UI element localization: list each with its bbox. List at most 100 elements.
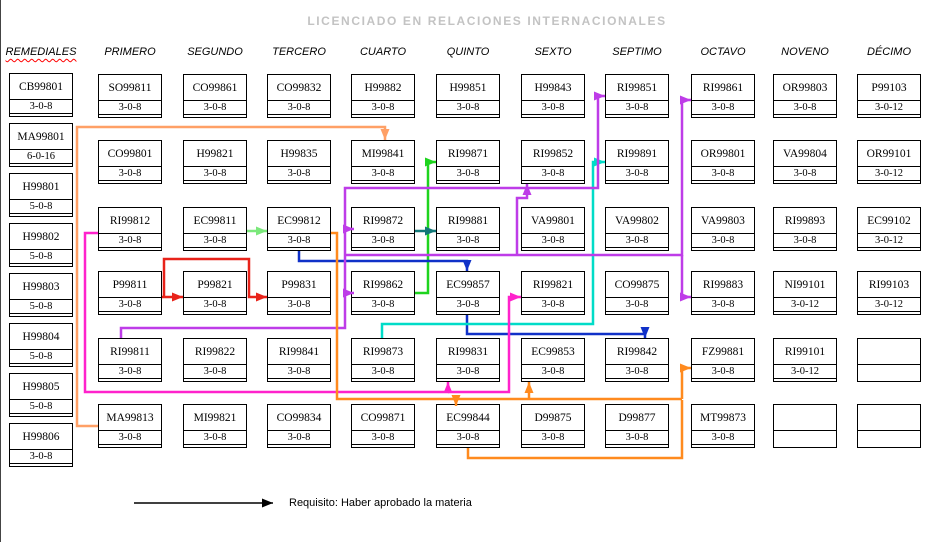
- course-credits: 3-0-8: [99, 101, 161, 115]
- course-credits: 5-0-8: [10, 200, 72, 214]
- course-code: EC99812: [268, 208, 330, 234]
- course-credits: 3-0-8: [99, 298, 161, 312]
- course-code: RI99872: [352, 208, 414, 234]
- legend-text: Requisito: Haber aprobado la materia: [289, 497, 472, 509]
- course-code: RI99822: [184, 339, 246, 365]
- course-credits: 3-0-8: [437, 101, 499, 115]
- course-code: MT99873: [692, 405, 754, 431]
- course-code: CO99875: [606, 272, 668, 298]
- course-credits: 3-0-8: [437, 431, 499, 445]
- course-code: CO99871: [352, 405, 414, 431]
- course-credits: 3-0-8: [99, 167, 161, 181]
- course-credits: 3-0-8: [692, 431, 754, 445]
- course-code: RI99812: [99, 208, 161, 234]
- course-code: MA99813: [99, 405, 161, 431]
- course-credits: 5-0-8: [10, 400, 72, 414]
- course-credits: 3-0-8: [692, 298, 754, 312]
- course-code: RI99893: [774, 208, 836, 234]
- course-credits: 3-0-8: [692, 365, 754, 379]
- column-header-cuarto: CUARTO: [359, 46, 407, 58]
- course-credits: 3-0-8: [352, 298, 414, 312]
- course-code: MI99821: [184, 405, 246, 431]
- course-code: RI99842: [606, 339, 668, 365]
- arrowhead: [443, 382, 453, 393]
- connector-ec99857-to-ri99842: [465, 315, 650, 338]
- course-code: RI99891: [606, 141, 668, 167]
- connector-violet-branch-ri99883: [680, 255, 691, 302]
- arrowhead: [594, 91, 605, 101]
- course-code: EC99102: [858, 208, 920, 234]
- column-header-quinto: QUINTO: [446, 46, 490, 58]
- arrowhead: [522, 184, 532, 195]
- course-credits: 3-0-12: [858, 101, 920, 115]
- column-header-remediales: REMEDIALES: [5, 46, 77, 58]
- course-code: EC99853: [522, 339, 584, 365]
- course-code: [774, 405, 836, 431]
- connector-ri99872-to-ri99881: [415, 226, 436, 236]
- arrowhead: [462, 260, 472, 271]
- course-credits: 6-0-16: [10, 150, 72, 164]
- course-code: VA99801: [522, 208, 584, 234]
- course-credits: 3-0-8: [184, 167, 246, 181]
- course-credits: 3-0-8: [268, 298, 330, 312]
- course-credits: 3-0-8: [437, 298, 499, 312]
- arrowhead: [256, 226, 267, 236]
- course-code: H99802: [10, 224, 72, 250]
- connector-ec99811-to-ec99812: [247, 226, 267, 236]
- arrowhead: [380, 129, 390, 140]
- course-box-empty: [857, 338, 921, 382]
- column-header-octavo: OCTAVO: [700, 46, 746, 58]
- course-code: CB99801: [10, 74, 72, 100]
- arrowhead: [425, 157, 436, 167]
- course-credits: 3-0-8: [774, 101, 836, 115]
- course-credits: 3-0-8: [268, 234, 330, 248]
- course-code: FZ99881: [692, 339, 754, 365]
- course-credits: 3-0-8: [522, 365, 584, 379]
- arrowhead: [640, 327, 650, 338]
- course-credits: 3-0-8: [99, 431, 161, 445]
- arrowhead: [172, 292, 183, 302]
- course-code: CO99834: [268, 405, 330, 431]
- arrowhead: [680, 363, 691, 373]
- course-credits: 3-0-8: [522, 298, 584, 312]
- course-code: RI99873: [352, 339, 414, 365]
- arrowhead: [262, 498, 273, 508]
- course-code: H99851: [437, 75, 499, 101]
- course-code: CO99861: [184, 75, 246, 101]
- course-code: P99103: [858, 75, 920, 101]
- arrowhead: [510, 292, 521, 302]
